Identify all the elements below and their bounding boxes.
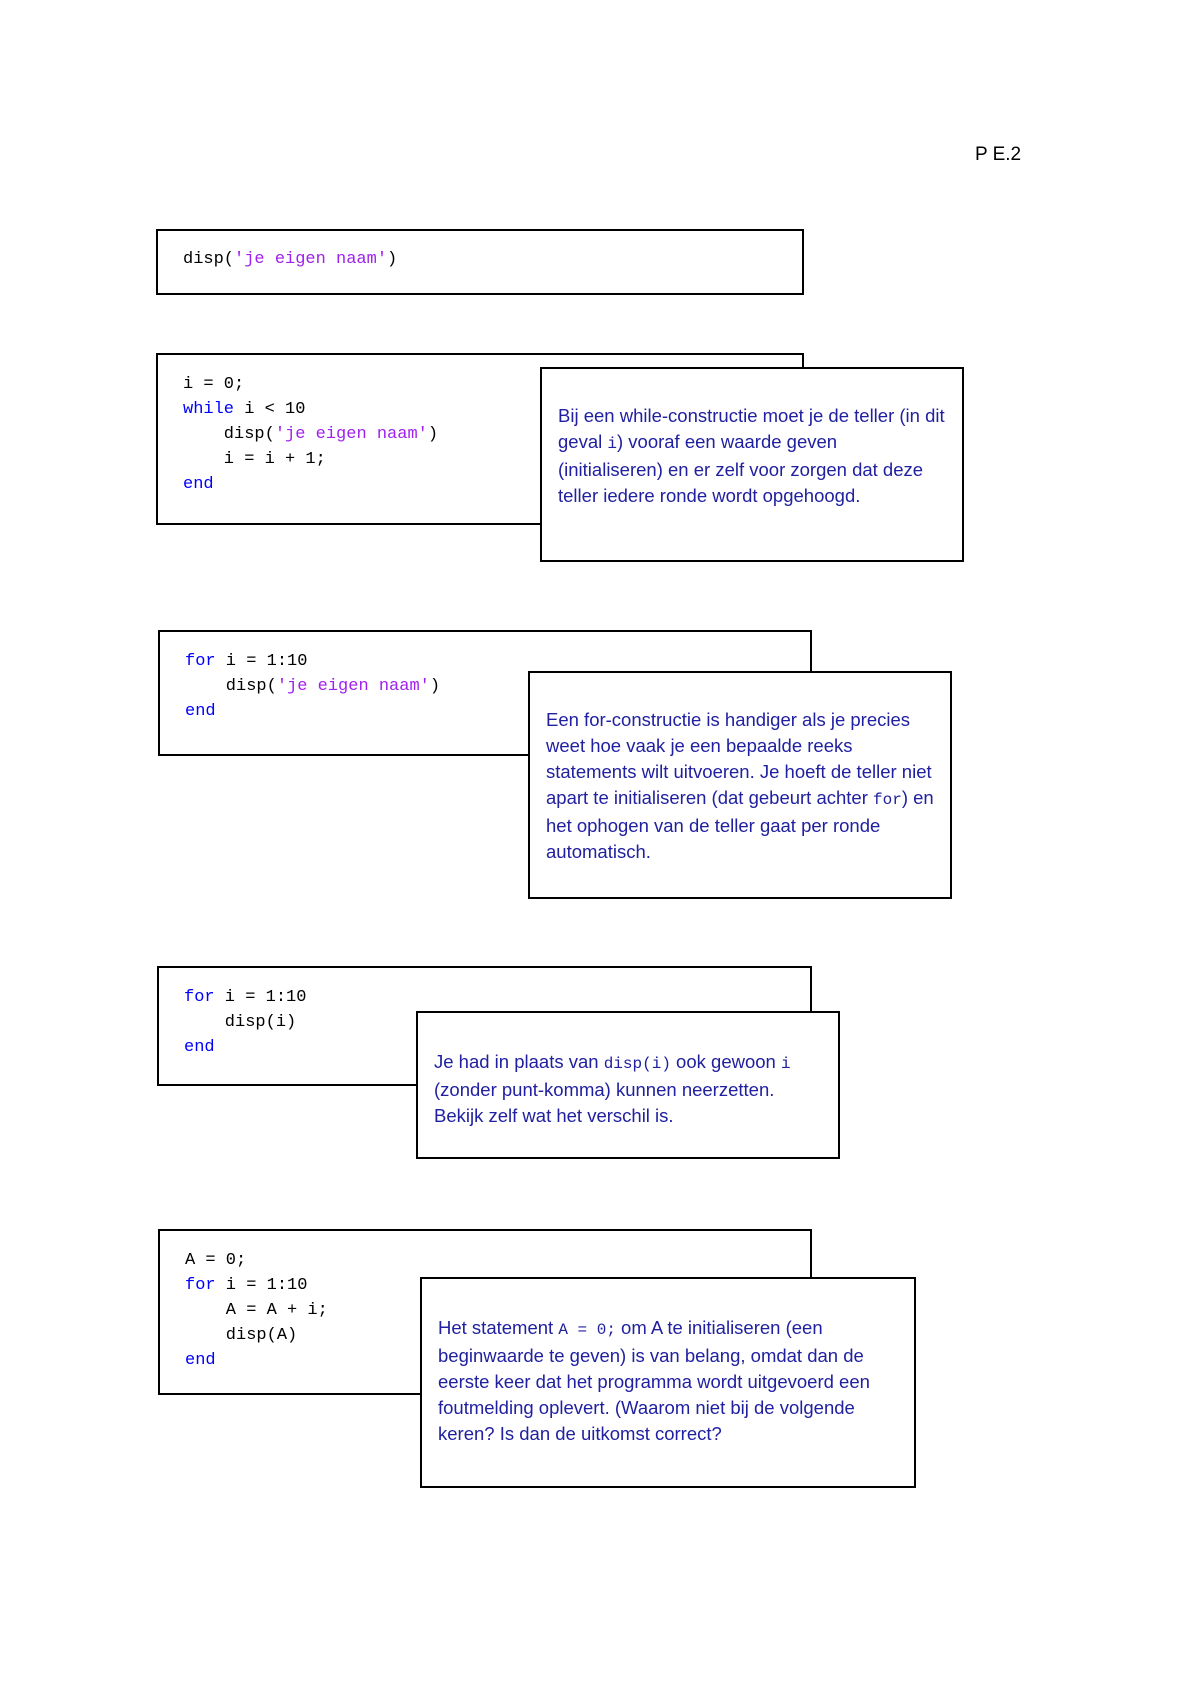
code-text: disp( bbox=[183, 250, 235, 269]
note-text: om A te initialiseren (een beginwaarde t… bbox=[438, 1317, 870, 1444]
code-line: disp('je eigen naam') bbox=[183, 247, 802, 272]
code-keyword: for bbox=[185, 652, 216, 671]
note-text: ) vooraf een waarde geven (initialiseren… bbox=[558, 431, 924, 506]
code-line: for i = 1:10 bbox=[185, 1273, 810, 1298]
code-text: i = i + 1; bbox=[183, 450, 326, 469]
code-keyword: end bbox=[185, 1351, 216, 1370]
note-code-fragment: A = 0; bbox=[558, 1321, 616, 1339]
note-text: Een for-constructie is handiger als je p… bbox=[546, 709, 932, 808]
code-text: disp(i) bbox=[184, 1013, 297, 1032]
code-text: i = 1:10 bbox=[214, 988, 307, 1007]
code-line: disp('je eigen naam') bbox=[185, 674, 810, 699]
note-for-explanation: Een for-constructie is handiger als je p… bbox=[528, 671, 952, 899]
note-initialize-explanation: Het statement A = 0; om A te initialiser… bbox=[420, 1277, 916, 1488]
code-line: end bbox=[185, 1348, 810, 1373]
code-text: A = 0; bbox=[185, 1251, 247, 1270]
note-text: ook gewoon bbox=[670, 1051, 781, 1072]
code-line: end bbox=[185, 699, 810, 724]
code-line: A = 0; bbox=[185, 1248, 810, 1273]
code-text: i = 1:10 bbox=[215, 1276, 308, 1295]
code-keyword: end bbox=[184, 1038, 215, 1057]
code-line: while i < 10 bbox=[183, 397, 802, 422]
code-string: 'je eigen naam' bbox=[274, 425, 428, 444]
code-line: i = 0; bbox=[183, 372, 802, 397]
code-line: disp(A) bbox=[185, 1323, 810, 1348]
code-keyword: end bbox=[185, 702, 216, 721]
note-text: Het statement bbox=[438, 1317, 559, 1338]
code-text: A = A + i; bbox=[185, 1301, 328, 1320]
code-keyword: end bbox=[183, 475, 214, 494]
code-text: ) bbox=[429, 677, 441, 696]
code-text: disp( bbox=[183, 425, 275, 444]
code-text: disp( bbox=[185, 677, 277, 696]
code-text: i = 0; bbox=[183, 375, 245, 394]
code-line: end bbox=[183, 472, 802, 497]
code-keyword: while bbox=[183, 400, 235, 419]
code-keyword: for bbox=[184, 988, 215, 1007]
code-line: for i = 1:10 bbox=[185, 649, 810, 674]
code-line: A = A + i; bbox=[185, 1298, 810, 1323]
code-text: ) bbox=[387, 250, 398, 269]
note-text: Bij een while-constructie moet je de tel… bbox=[558, 405, 945, 452]
code-text: ) bbox=[427, 425, 439, 444]
code-line: i = i + 1; bbox=[183, 447, 802, 472]
note-disp-i-explanation: Je had in plaats van disp(i) ook gewoon … bbox=[416, 1011, 840, 1159]
note-text: (zonder punt-komma) kunnen neerzetten. B… bbox=[434, 1079, 775, 1126]
code-line: disp('je eigen naam') bbox=[183, 422, 802, 447]
code-line: disp(i) bbox=[184, 1010, 810, 1035]
code-line: end bbox=[184, 1035, 810, 1060]
code-box-disp: disp('je eigen naam') bbox=[156, 229, 804, 295]
note-code-fragment: i bbox=[607, 435, 617, 453]
code-text: i < 10 bbox=[234, 400, 306, 419]
note-code-fragment: for bbox=[873, 791, 902, 809]
code-string: 'je eigen naam' bbox=[276, 677, 430, 696]
code-line: for i = 1:10 bbox=[184, 985, 810, 1010]
code-string: 'je eigen naam' bbox=[234, 250, 388, 269]
note-text: Je had in plaats van bbox=[434, 1051, 604, 1072]
note-while-explanation: Bij een while-constructie moet je de tel… bbox=[540, 367, 964, 562]
note-text: ) en het ophogen van de teller gaat per … bbox=[546, 787, 934, 862]
code-text: i = 1:10 bbox=[215, 652, 308, 671]
page-number: P E.2 bbox=[975, 144, 1022, 165]
note-code-fragment: i bbox=[780, 1055, 791, 1073]
code-keyword: for bbox=[185, 1276, 216, 1295]
code-text: disp(A) bbox=[185, 1326, 298, 1345]
note-code-fragment: disp(i) bbox=[603, 1055, 671, 1073]
